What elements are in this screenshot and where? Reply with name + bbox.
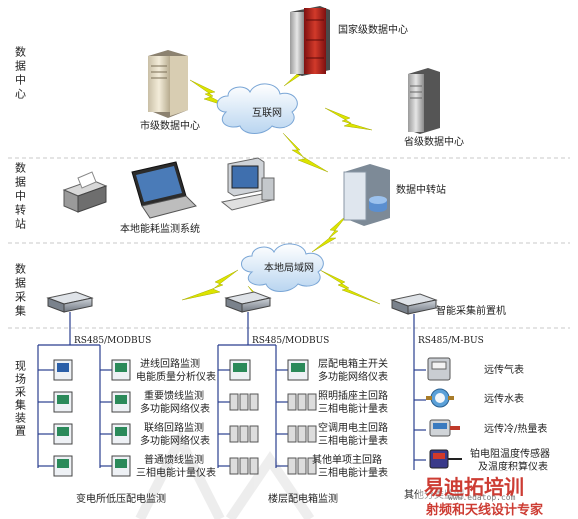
city-data-center: 市级数据中心	[140, 50, 200, 132]
cloud-icon	[216, 83, 298, 134]
substation-item-desc: 多功能网络仪表	[140, 434, 210, 447]
relay-server-icon	[343, 171, 367, 221]
national-data-center-label: 国家级数据中心	[338, 23, 408, 36]
side-label-data-center: 数据中心	[14, 46, 27, 102]
temperature-sensor-icon	[429, 449, 462, 469]
watermark-title: 易迪拓培训	[424, 475, 524, 499]
utility-meters: 远传气表 远传水表 远传冷/热量表 铂电阻温度传感器 及温度积算仪表	[470, 363, 550, 473]
side-label-data-collect: 数据采集	[14, 263, 27, 319]
substation-item-title: 联络回路监测	[144, 421, 204, 434]
watermark-url: www.edatop.com	[448, 493, 516, 502]
substation-item-desc: 多功能网络仪表	[140, 402, 210, 415]
footer-substation: 变电所低压配电监测	[76, 492, 166, 505]
desktop-computer-icon	[220, 157, 275, 211]
national-data-center: 国家级数据中心	[290, 6, 408, 76]
energy-meter-row-icon	[287, 393, 317, 411]
footer-floor: 楼层配电箱监测	[268, 492, 338, 505]
substation-item-title: 进线回路监测	[140, 357, 200, 370]
lightning-icon	[282, 132, 329, 173]
bus-label-right: RS485/M-BUS	[418, 336, 484, 346]
power-meter-icon	[53, 455, 73, 477]
switch-middle	[224, 291, 272, 313]
side-label-field-device: 现场采集装置	[14, 360, 27, 438]
lightning-icon	[319, 269, 381, 305]
printer-icon	[62, 171, 108, 213]
watermark-subtitle: 射频和天线设计专家	[425, 502, 544, 518]
power-meter-icon	[111, 423, 131, 445]
switch-right	[390, 293, 438, 315]
lightning-icon	[324, 107, 373, 131]
power-meter-icon	[111, 455, 131, 477]
local-system-devices: 本地能耗监测系统	[62, 157, 275, 235]
utility-meter-icons	[426, 357, 462, 469]
beige-server-icon	[148, 56, 170, 112]
power-meter-icon	[287, 359, 309, 381]
floor-item-desc: 三相电能计量表	[318, 466, 388, 479]
network-switch-icon	[63, 297, 93, 313]
switch-left	[46, 291, 94, 313]
background-watermark-shapes	[135, 428, 315, 519]
lightning-icon	[181, 269, 239, 301]
local-system-label: 本地能耗监测系统	[120, 222, 200, 235]
floor-item-title: 照明插座主回路	[318, 389, 388, 402]
substation-item-desc: 电能质量分析仪表	[136, 370, 216, 383]
floor-meter-icons	[229, 359, 317, 475]
internet-label: 互联网	[252, 107, 282, 119]
relay-server: 数据中转站	[343, 164, 446, 226]
cloud-icon	[241, 243, 324, 292]
meter-label: 远传气表	[484, 363, 524, 376]
energy-meter-row-icon	[229, 425, 259, 443]
front-end-label: 智能采集前置机	[436, 304, 506, 317]
floor-item-title: 层配电箱主开关	[318, 357, 388, 370]
gas-meter-icon	[427, 357, 451, 381]
energy-meter-row-icon	[229, 393, 259, 411]
substation-item-desc: 三相电能计量仪表	[136, 466, 216, 479]
power-meter-icon	[111, 359, 131, 381]
power-meter-icon	[111, 391, 131, 413]
heat-meter-icon	[429, 419, 460, 437]
relay-label: 数据中转站	[396, 183, 446, 196]
energy-meter-row-icon	[287, 457, 317, 475]
substation-item-title: 普通馈线监测	[144, 453, 204, 466]
meter-label: 远传冷/热量表	[484, 422, 547, 435]
floor-item-desc: 三相电能计量表	[318, 434, 388, 447]
laptop-icon	[131, 161, 197, 219]
lan-cloud: 本地局域网	[241, 243, 324, 292]
bus-label-left: RS485/MODBUS	[74, 336, 151, 346]
province-data-center-label: 省级数据中心	[404, 135, 464, 148]
substation-items: 进线回路监测 电能质量分析仪表 重要馈线监测 多功能网络仪表 联络回路监测 多功…	[136, 357, 216, 479]
power-meter-icon	[53, 359, 73, 381]
meter-label: 远传水表	[484, 392, 524, 405]
internet-cloud: 互联网	[216, 83, 298, 134]
power-meter-icon	[53, 423, 73, 445]
province-data-center: 省级数据中心	[404, 68, 464, 148]
floor-item-desc: 多功能网络仪表	[318, 370, 388, 383]
water-meter-icon	[426, 388, 454, 408]
meter-label: 铂电阻温度传感器	[470, 447, 550, 460]
lightning-icon	[311, 213, 349, 253]
floor-items: 层配电箱主开关 多功能网络仪表 照明插座主回路 三相电能计量表 空调用电主回路 …	[312, 357, 388, 479]
energy-meter-row-icon	[287, 425, 317, 443]
floor-item-title: 空调用电主回路	[318, 421, 388, 434]
power-meter-icon	[53, 391, 73, 413]
network-switch-icon	[407, 299, 437, 315]
power-meter-icon	[229, 359, 251, 381]
lan-label: 本地局域网	[264, 261, 314, 274]
floor-item-desc: 三相电能计量表	[318, 402, 388, 415]
grey-server-icon	[408, 74, 424, 132]
meter-desc: 及温度积算仪表	[478, 460, 548, 473]
substation-item-title: 重要馈线监测	[144, 389, 204, 402]
bus-label-middle: RS485/MODBUS	[252, 336, 329, 346]
side-label-data-relay: 数据中转站	[14, 162, 27, 232]
energy-meter-row-icon	[229, 457, 259, 475]
bus-wiring	[37, 312, 426, 470]
substation-meter-icons	[53, 359, 131, 477]
city-data-center-label: 市级数据中心	[140, 119, 200, 132]
watermark-logo: 易迪拓培训 www.edatop.com 射频和天线设计专家	[418, 470, 576, 518]
floor-item-title: 其他单项主回路	[312, 453, 382, 466]
network-switch-icon	[241, 297, 271, 313]
red-server-rack-icon	[304, 8, 326, 74]
